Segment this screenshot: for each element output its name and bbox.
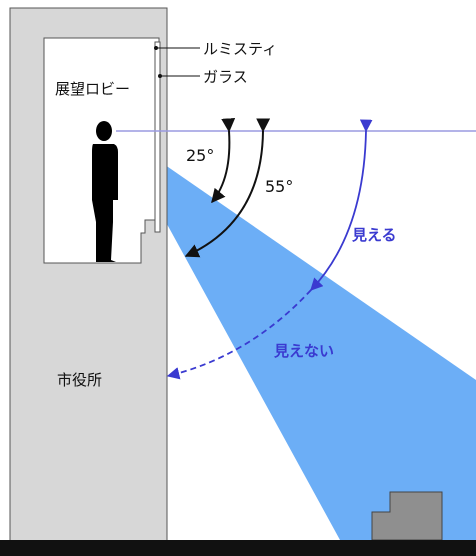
angle-55-label: 55° [265, 177, 293, 196]
lumistie-label: ルミスティ [203, 40, 277, 58]
angle-25-label: 25° [186, 146, 214, 165]
glass-leader-dot [158, 74, 162, 78]
city-hall-label: 市役所 [57, 371, 102, 389]
visible-label: 見える [351, 226, 397, 244]
person-silhouette [92, 121, 118, 262]
glass-pane [154, 41, 161, 233]
angle-55-arc [184, 118, 271, 258]
visible-arc [310, 119, 373, 291]
glass-label: ガラス [203, 68, 248, 86]
lumistie-leader-dot [154, 46, 158, 50]
not-visible-arc [166, 289, 312, 380]
view-cone [116, 131, 476, 540]
angle-25-arc [211, 117, 236, 204]
not-visible-label: 見えない [273, 342, 334, 360]
ground [0, 540, 476, 556]
observation-lobby-label: 展望ロビー [55, 80, 130, 98]
